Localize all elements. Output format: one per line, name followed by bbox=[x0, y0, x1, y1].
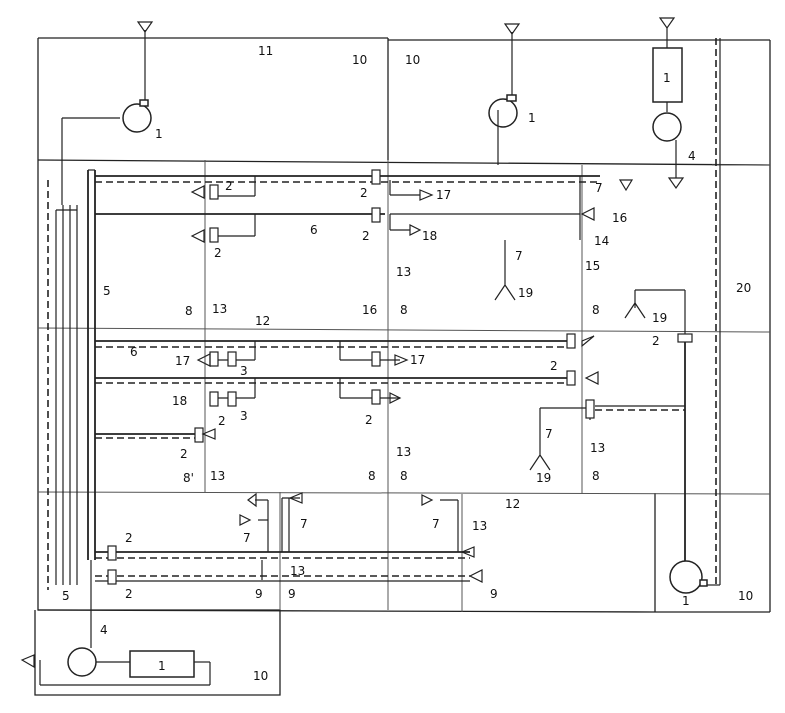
label-5: 5 bbox=[103, 284, 111, 298]
label-7: 7 bbox=[243, 531, 251, 545]
label-14: 14 bbox=[594, 234, 609, 248]
top-level-branches bbox=[95, 175, 600, 240]
label-3: 3 bbox=[240, 409, 248, 423]
fan-unit-bottom-right bbox=[669, 560, 708, 594]
label-16: 16 bbox=[362, 303, 377, 317]
label-18: 18 bbox=[172, 394, 187, 408]
label-2: 2 bbox=[362, 229, 370, 243]
label-10: 10 bbox=[738, 589, 753, 603]
fan-unit-top-center bbox=[488, 23, 521, 165]
label-8: 8 bbox=[185, 304, 193, 318]
label-2: 2 bbox=[225, 179, 233, 193]
label-2: 2 bbox=[180, 447, 188, 461]
riser-ducts-left bbox=[47, 117, 120, 590]
label-3: 3 bbox=[240, 364, 248, 378]
label-2: 2 bbox=[652, 334, 660, 348]
label-18: 18 bbox=[422, 229, 437, 243]
label-20: 20 bbox=[736, 281, 751, 295]
reference-labels: 1 1 1 1 1 1 2 2 2 2 2 2 2 2 2 2 2 2 2 3 … bbox=[62, 44, 753, 683]
label-1: 1 bbox=[682, 594, 690, 608]
label-9: 9 bbox=[255, 587, 263, 601]
label-2: 2 bbox=[214, 246, 222, 260]
fan-unit-top-right bbox=[652, 17, 685, 190]
label-8: 8 bbox=[592, 303, 600, 317]
label-10: 10 bbox=[405, 53, 420, 67]
label-13: 13 bbox=[472, 519, 487, 533]
label-17: 17 bbox=[410, 353, 425, 367]
label-19: 19 bbox=[536, 471, 551, 485]
label-12: 12 bbox=[255, 314, 270, 328]
label-19: 19 bbox=[652, 311, 667, 325]
label-8: 8 bbox=[368, 469, 376, 483]
label-1: 1 bbox=[158, 659, 166, 673]
label-8: 8 bbox=[400, 469, 408, 483]
fan-unit-top-left bbox=[122, 21, 154, 133]
label-13: 13 bbox=[212, 302, 227, 316]
label-16: 16 bbox=[612, 211, 627, 225]
label-2: 2 bbox=[360, 186, 368, 200]
label-1: 1 bbox=[663, 71, 671, 85]
valves bbox=[107, 169, 693, 585]
label-2: 2 bbox=[365, 413, 373, 427]
label-7: 7 bbox=[515, 249, 523, 263]
label-15: 15 bbox=[585, 259, 600, 273]
label-8: 8' bbox=[183, 471, 194, 485]
label-17: 17 bbox=[436, 188, 451, 202]
label-2: 2 bbox=[125, 587, 133, 601]
air-terminals bbox=[190, 179, 646, 583]
label-13: 13 bbox=[290, 564, 305, 578]
label-2: 2 bbox=[125, 531, 133, 545]
label-17: 17 bbox=[175, 354, 190, 368]
label-13: 13 bbox=[590, 441, 605, 455]
building-walls bbox=[34, 37, 771, 696]
fan-unit-bottom-left bbox=[20, 560, 211, 686]
label-7: 7 bbox=[595, 181, 603, 195]
label-1: 1 bbox=[155, 127, 163, 141]
label-2: 2 bbox=[218, 414, 226, 428]
label-19: 19 bbox=[518, 286, 533, 300]
label-13: 13 bbox=[396, 265, 411, 279]
label-10: 10 bbox=[352, 53, 367, 67]
label-4: 4 bbox=[688, 149, 696, 163]
label-9: 9 bbox=[288, 587, 296, 601]
label-10: 10 bbox=[253, 669, 268, 683]
label-13: 13 bbox=[396, 445, 411, 459]
label-12: 12 bbox=[505, 497, 520, 511]
label-6: 6 bbox=[130, 345, 138, 359]
bottom-level-branches bbox=[95, 497, 470, 582]
label-8: 8 bbox=[400, 303, 408, 317]
label-11: 11 bbox=[258, 44, 273, 58]
label-1: 1 bbox=[528, 111, 536, 125]
label-9: 9 bbox=[490, 587, 498, 601]
label-4: 4 bbox=[100, 623, 108, 637]
label-5: 5 bbox=[62, 589, 70, 603]
label-13: 13 bbox=[210, 469, 225, 483]
label-2: 2 bbox=[550, 359, 558, 373]
label-6: 6 bbox=[310, 223, 318, 237]
label-7: 7 bbox=[432, 517, 440, 531]
label-8: 8 bbox=[592, 469, 600, 483]
internal-partitions bbox=[37, 160, 771, 612]
label-7: 7 bbox=[545, 427, 553, 441]
label-7: 7 bbox=[300, 517, 308, 531]
